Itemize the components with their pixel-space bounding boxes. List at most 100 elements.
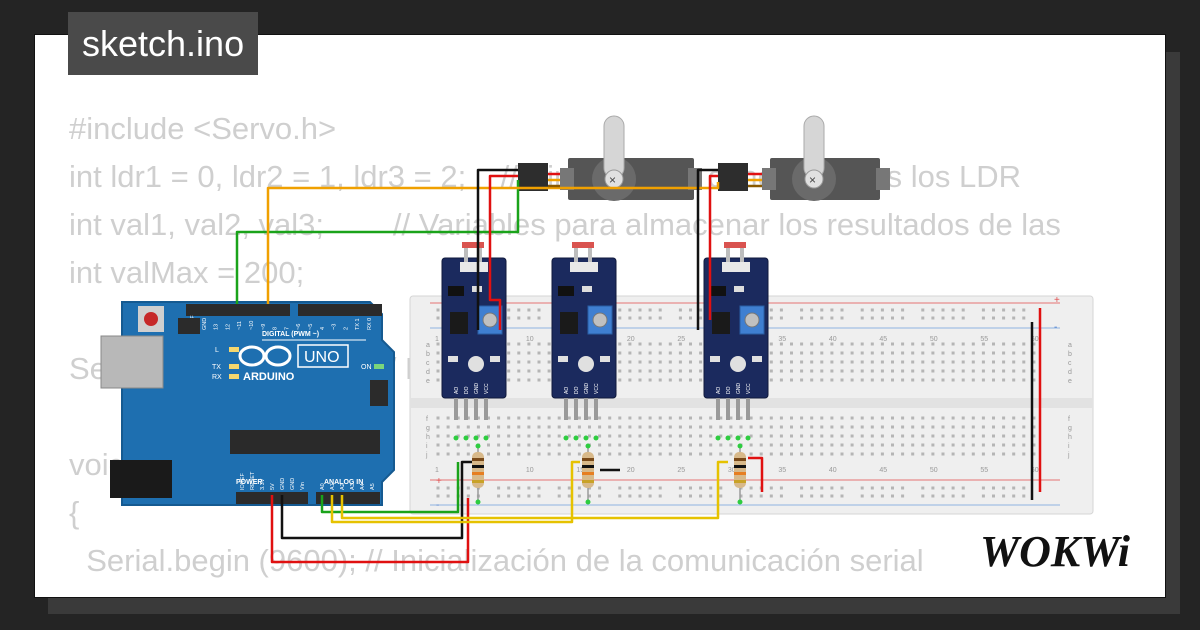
column-number: 35: [778, 467, 786, 474]
sensor-pin-label: VCC: [484, 383, 490, 394]
column-number: 45: [879, 467, 887, 474]
row-letter: f: [1068, 416, 1070, 423]
power-pin-label: GND: [280, 478, 286, 490]
led-rx: [229, 374, 239, 379]
sensor-pin[interactable]: [726, 398, 730, 420]
ldr-photoresistor: [572, 242, 594, 248]
digital-pin-label: 13: [214, 324, 220, 330]
resistor-3[interactable]: [734, 443, 746, 505]
column-number: 50: [930, 467, 938, 474]
sensor-pin[interactable]: [594, 398, 598, 420]
servo-1[interactable]: ×: [518, 115, 702, 201]
usb-port: [100, 335, 164, 389]
digital-pin-label: 4: [320, 327, 326, 330]
column-number: 20: [627, 336, 635, 343]
sensor-pin[interactable]: [454, 398, 458, 420]
digital-pin-label: GND: [202, 318, 208, 330]
ldr-photoresistor: [462, 242, 484, 248]
file-title: sketch.ino: [68, 12, 259, 75]
sensor-pin[interactable]: [564, 398, 568, 420]
code-line: #include <Servo.h>: [69, 111, 337, 146]
sensor-pin-label: GND: [584, 383, 590, 395]
row-letter: b: [1068, 351, 1072, 358]
servo-1-screw-icon: ×: [609, 173, 616, 187]
row-letter: d: [426, 369, 430, 376]
row-letter: d: [1068, 369, 1072, 376]
row-letter: g: [426, 425, 430, 432]
row-letter: e: [426, 378, 430, 385]
sensor-pin[interactable]: [574, 398, 578, 420]
wires: [235, 168, 1042, 564]
column-number: 25: [677, 467, 685, 474]
led-on: [374, 364, 384, 369]
led-l-label: L: [215, 347, 219, 354]
sensor-pin[interactable]: [584, 398, 588, 420]
sensor-pin[interactable]: [716, 398, 720, 420]
row-letter: j: [425, 452, 428, 459]
row-letter: j: [1067, 452, 1070, 459]
power-pin-label: 5V: [270, 483, 276, 490]
digital-header-label: DIGITAL (PWM ~): [262, 331, 319, 338]
sensor-pin-label: VCC: [594, 383, 600, 394]
code-line: {: [69, 495, 80, 530]
analog-pin-label: A1: [330, 483, 336, 490]
sensor-pin[interactable]: [474, 398, 478, 420]
model-label: UNO: [304, 349, 340, 366]
wokwi-logo-text: WOKWi: [980, 527, 1131, 576]
sensor-pin[interactable]: [746, 398, 750, 420]
digital-pin-label: 2: [343, 327, 349, 330]
column-number: 55: [980, 336, 988, 343]
digital-pin-label: ~3: [332, 324, 338, 330]
sensor-pin-label: AO: [454, 387, 460, 394]
sensor-pin-label: DO: [464, 386, 470, 394]
sensor-pin[interactable]: [736, 398, 740, 420]
comparator-chip: [450, 312, 468, 334]
row-letter: i: [426, 443, 428, 450]
sensor-pin-label: DO: [726, 386, 732, 394]
led-rx-label: RX: [212, 374, 222, 381]
column-number: 50: [930, 336, 938, 343]
column-number: 45: [879, 336, 887, 343]
row-letter: h: [1068, 434, 1072, 441]
power-jack: [110, 460, 172, 498]
sensor-pin[interactable]: [464, 398, 468, 420]
column-number: 1: [435, 336, 439, 343]
column-number: 1: [435, 467, 439, 474]
resistor-2[interactable]: [582, 443, 594, 505]
power-pin-label: RESET: [250, 471, 256, 490]
row-letter: c: [426, 360, 430, 367]
row-letter: g: [1068, 425, 1072, 432]
analog-pin-label: A3: [350, 483, 356, 490]
digital-header-left: [186, 304, 290, 316]
sensor-pin-label: VCC: [746, 383, 752, 394]
digital-pin-label: 7: [284, 327, 290, 330]
sensor-pin-label: AO: [564, 387, 570, 394]
comparator-chip: [712, 312, 730, 334]
analog-pin-label: A0: [320, 483, 326, 490]
row-letter: e: [1068, 378, 1072, 385]
atmega-chip: [230, 430, 380, 454]
arduino-infinity-logo: [238, 345, 292, 367]
resistor-1[interactable]: [472, 443, 484, 505]
reset-button-cap[interactable]: [144, 312, 158, 326]
led-tx: [229, 364, 239, 369]
column-number: 30: [728, 467, 736, 474]
servo-2[interactable]: ×: [718, 115, 890, 201]
digital-pin-label: 8: [273, 327, 279, 330]
sensor-pin[interactable]: [484, 398, 488, 420]
power-pin-label: GND: [290, 478, 296, 490]
column-number: 15: [576, 467, 584, 474]
column-number: 35: [778, 336, 786, 343]
power-pin-label: Vin: [300, 482, 306, 490]
column-number: 40: [829, 336, 837, 343]
wokwi-logo: WOKWi: [980, 527, 1131, 576]
rail-minus-label-bottom: -: [436, 500, 439, 511]
